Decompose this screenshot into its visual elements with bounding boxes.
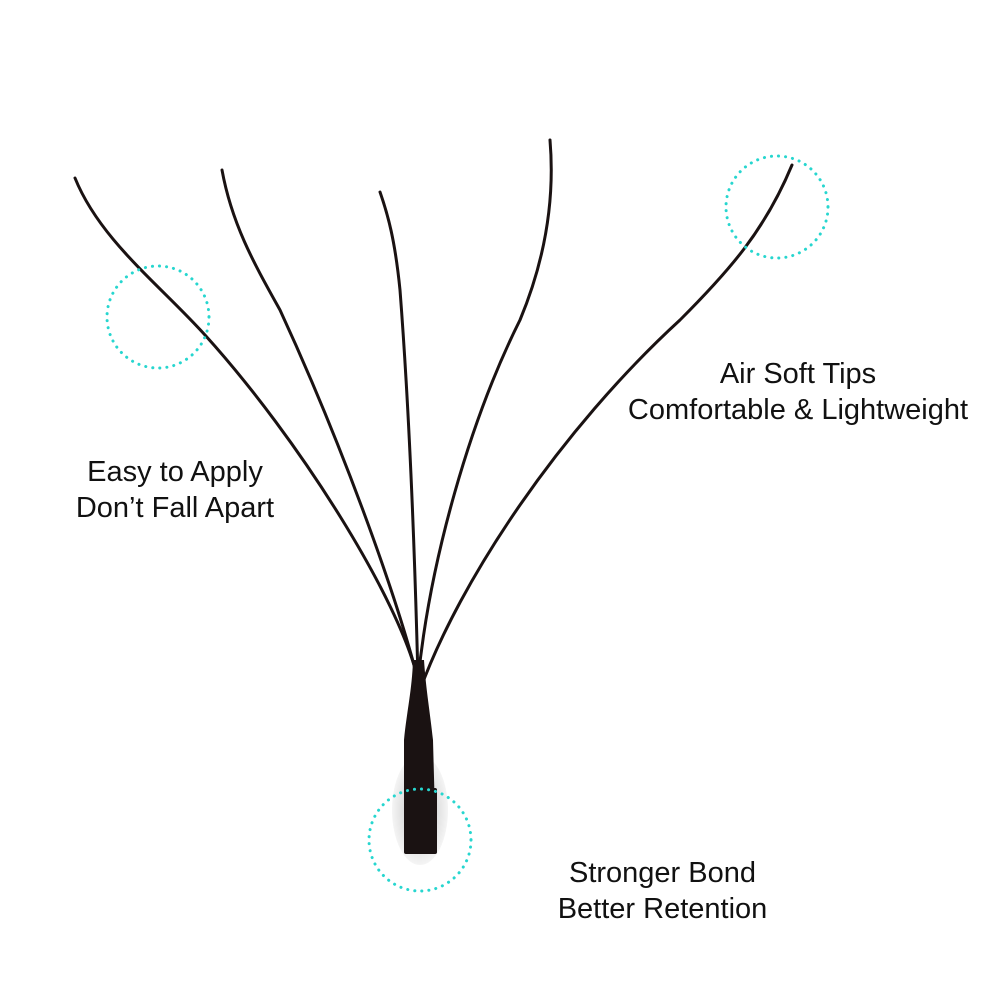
callout-tips-line2: Comfortable & Lightweight: [627, 394, 969, 426]
callout-tips-line1: Air Soft Tips: [719, 358, 877, 390]
bonded-base: [404, 788, 437, 854]
highlight-circle-left: [105, 264, 211, 370]
fiber-1: [73, 176, 420, 682]
callout-air-soft-tips: Air Soft Tips Comfortable & Lightweight: [608, 356, 988, 428]
callout-apply-line1: Easy to Apply: [87, 456, 263, 488]
callout-bond-line2: Better Retention: [557, 893, 768, 925]
fiber-group: [73, 138, 794, 692]
fiber-4: [416, 138, 553, 682]
callout-stronger-bond: Stronger Bond Better Retention: [530, 855, 795, 927]
fiber-3: [378, 190, 420, 682]
callout-bond-line1: Stronger Bond: [568, 857, 756, 889]
highlight-circle-base: [367, 787, 473, 893]
callout-easy-to-apply: Easy to Apply Don’t Fall Apart: [40, 454, 310, 526]
fiber-2: [220, 168, 420, 682]
callout-apply-line2: Don’t Fall Apart: [75, 492, 275, 524]
highlight-circle-right: [724, 154, 830, 260]
fiber-5: [418, 163, 794, 692]
